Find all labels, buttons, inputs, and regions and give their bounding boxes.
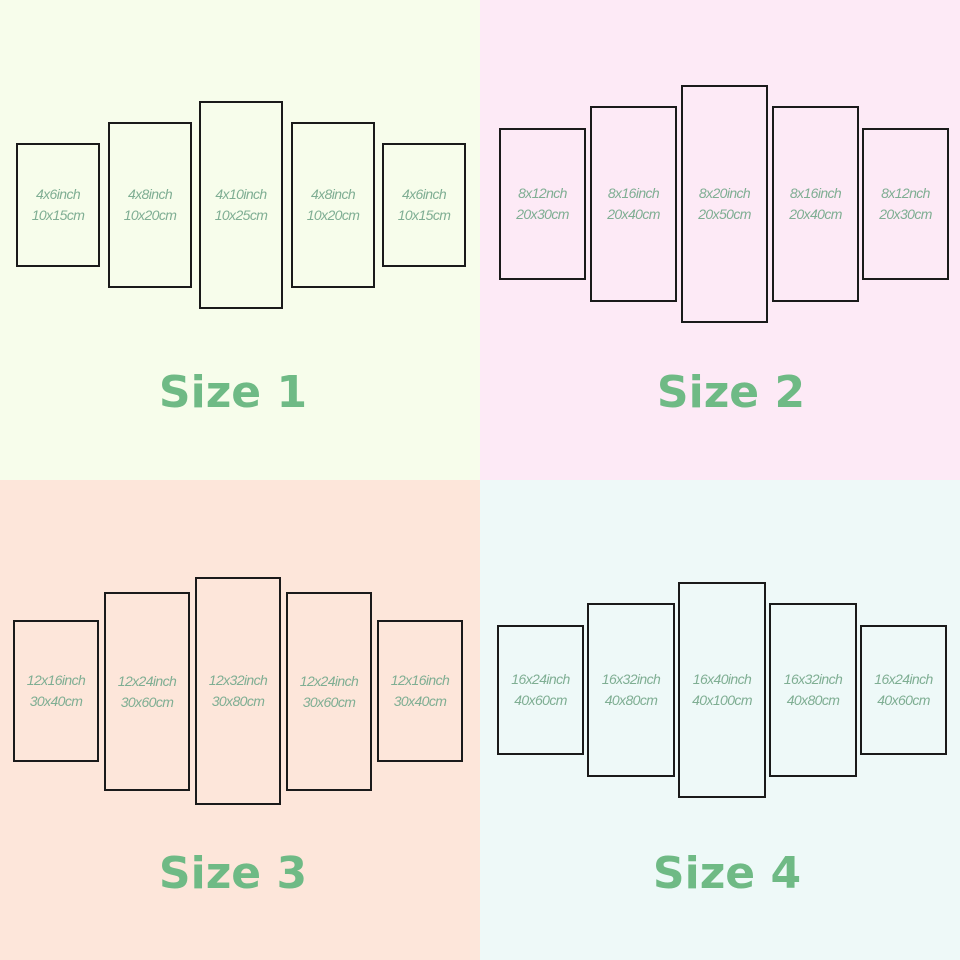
panel-inch-label: 12x32inch	[208, 672, 268, 688]
panel-inch-label: 4x6inch	[401, 186, 447, 202]
panel-5: 16x24inch 40x60cm	[860, 625, 947, 755]
panel-inch-label: 4x8inch	[127, 186, 173, 202]
panel-cm-label: 20x40cm	[789, 206, 842, 222]
size-title: Size 2	[656, 367, 806, 418]
panel-inch-label: 8x12nch	[518, 185, 567, 201]
panel-2: 4x8inch 10x20cm	[108, 122, 192, 288]
panel-cm-label: 40x100cm	[692, 692, 752, 708]
panel-5: 8x12nch 20x30cm	[862, 128, 949, 280]
panel-3: 16x40inch 40x100cm	[678, 582, 766, 798]
panel-inch-label: 4x8inch	[310, 186, 356, 202]
panel-cm-label: 40x60cm	[514, 692, 567, 708]
panel-4: 16x32inch 40x80cm	[769, 603, 857, 777]
panel-inch-label: 8x12nch	[881, 185, 930, 201]
panel-inch-label: 4x6inch	[35, 186, 81, 202]
panel-cm-label: 40x80cm	[786, 692, 840, 708]
panel-1: 12x16inch 30x40cm	[13, 620, 99, 762]
panel-cm-label: 30x40cm	[393, 693, 447, 709]
panel-inch-label: 8x16inch	[607, 185, 660, 201]
size-title: Size 3	[158, 848, 308, 899]
panel-cm-label: 20x30cm	[516, 206, 569, 222]
panel-inch-label: 12x24inch	[117, 672, 177, 689]
panel-cm-label: 10x15cm	[31, 207, 85, 223]
panel-5: 12x16inch 30x40cm	[377, 620, 463, 762]
panel-inch-label: 12x16inch	[26, 672, 86, 688]
panel-4: 12x24inch 30x60cm	[286, 592, 372, 791]
panel-4: 4x8inch 10x20cm	[291, 122, 375, 288]
panel-2: 16x32inch 40x80cm	[587, 603, 675, 777]
panel-cm-label: 10x25cm	[214, 207, 268, 223]
size-3-section: 12x16inch 30x40cm 12x24inch 30x60cm 12x3…	[0, 480, 480, 960]
panel-3: 4x10inch 10x25cm	[199, 101, 283, 309]
panel-cm-label: 30x60cm	[120, 693, 174, 710]
size-2-section: 8x12nch 20x30cm 8x16inch 20x40cm 8x20inc…	[480, 0, 960, 480]
panel-cm-label: 10x20cm	[123, 207, 177, 223]
panel-inch-label: 12x16inch	[390, 672, 450, 688]
panel-inch-label: 16x32inch	[601, 671, 661, 687]
size-title: Size 1	[158, 367, 308, 418]
panel-inch-label: 4x10inch	[215, 186, 267, 202]
panel-inch-label: 12x24inch	[299, 672, 359, 689]
panel-cm-label: 40x80cm	[604, 692, 658, 708]
panel-inch-label: 16x24inch	[874, 671, 933, 687]
panel-cm-label: 10x20cm	[306, 207, 360, 223]
panel-cm-label: 30x80cm	[211, 693, 265, 709]
panel-1: 4x6inch 10x15cm	[16, 143, 100, 267]
panel-2: 8x16inch 20x40cm	[590, 106, 677, 302]
panel-cm-label: 10x15cm	[397, 207, 451, 223]
panel-1: 16x24inch 40x60cm	[497, 625, 584, 755]
panel-3: 12x32inch 30x80cm	[195, 577, 281, 805]
panel-cm-label: 20x50cm	[698, 206, 751, 222]
size-1-section: 4x6inch 10x15cm 4x8inch 10x20cm 4x10inch…	[0, 0, 480, 480]
panel-1: 8x12nch 20x30cm	[499, 128, 586, 280]
size-title: Size 4	[652, 848, 802, 899]
panel-cm-label: 20x40cm	[607, 206, 660, 222]
panel-inch-label: 16x32inch	[783, 671, 843, 687]
panel-inch-label: 8x20inch	[698, 185, 751, 201]
panel-cm-label: 30x60cm	[302, 693, 356, 710]
panel-inch-label: 16x24inch	[511, 671, 570, 687]
panel-4: 8x16inch 20x40cm	[772, 106, 859, 302]
panel-3: 8x20inch 20x50cm	[681, 85, 768, 323]
size-4-section: 16x24inch 40x60cm 16x32inch 40x80cm 16x4…	[480, 480, 960, 960]
panel-inch-label: 8x16inch	[789, 185, 842, 201]
panel-cm-label: 40x60cm	[877, 692, 930, 708]
panel-2: 12x24inch 30x60cm	[104, 592, 190, 791]
panel-inch-label: 16x40inch	[692, 671, 752, 687]
panel-cm-label: 20x30cm	[879, 206, 932, 222]
panel-5: 4x6inch 10x15cm	[382, 143, 466, 267]
panel-cm-label: 30x40cm	[29, 693, 83, 709]
